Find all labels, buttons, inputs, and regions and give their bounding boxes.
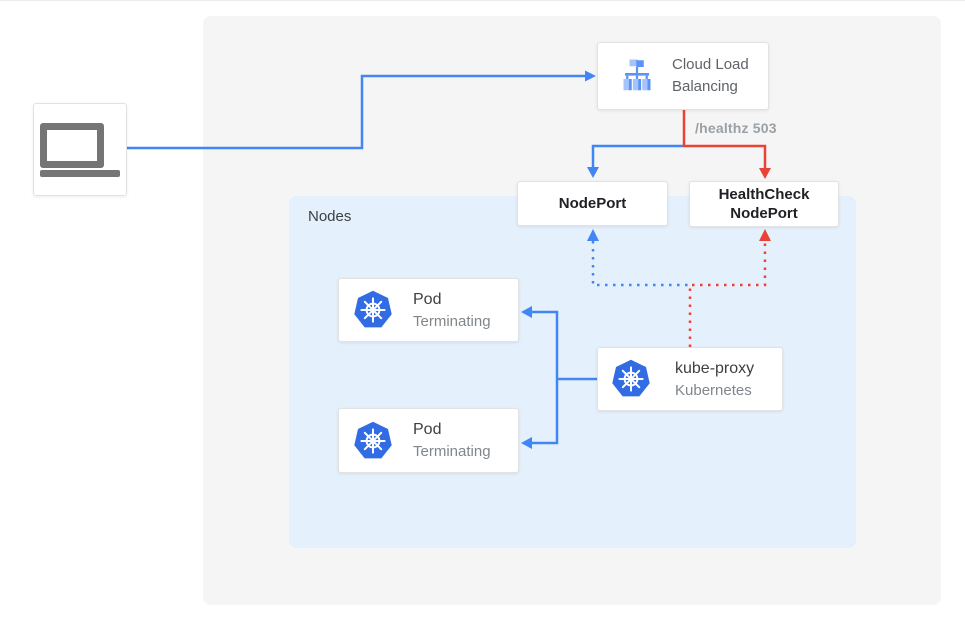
healthcheck-nodeport-card: HealthCheck NodePort (689, 181, 839, 227)
kubernetes-icon (353, 421, 393, 461)
pod-status: Terminating (413, 312, 491, 330)
kubernetes-icon (611, 359, 651, 399)
pod-terminating-card-1: Pod Terminating (338, 278, 519, 342)
top-divider (0, 0, 965, 1)
kube-proxy-subtitle: Kubernetes (675, 381, 752, 399)
kubernetes-icon (353, 290, 393, 330)
pod-status: Terminating (413, 443, 491, 460)
cloud-load-balancing-icon (619, 58, 655, 94)
pod-terminating-card-2: Pod Terminating (338, 408, 519, 473)
laptop-icon (40, 122, 120, 177)
cloud-load-balancing-label: Cloud Load Balancing (672, 56, 749, 95)
kube-proxy-card: kube-proxy Kubernetes (597, 347, 783, 411)
cloud-load-balancing-card: Cloud Load Balancing (597, 42, 769, 110)
pod-label-group: Pod Terminating (413, 289, 491, 332)
pod-title: Pod (413, 421, 442, 438)
kube-proxy-label-group: kube-proxy Kubernetes (675, 358, 754, 401)
client-card (33, 103, 127, 196)
nodes-panel-label: Nodes (308, 208, 352, 225)
healthcheck-nodeport-label: HealthCheck NodePort (718, 186, 810, 222)
pod-title: Pod (413, 290, 442, 308)
nodeport-card: NodePort (517, 181, 668, 226)
nodeport-label: NodePort (558, 195, 627, 212)
healthz-status-label: /healthz 503 (695, 120, 777, 136)
kube-proxy-title: kube-proxy (675, 359, 755, 377)
pod-label-group: Pod Terminating (413, 419, 491, 462)
